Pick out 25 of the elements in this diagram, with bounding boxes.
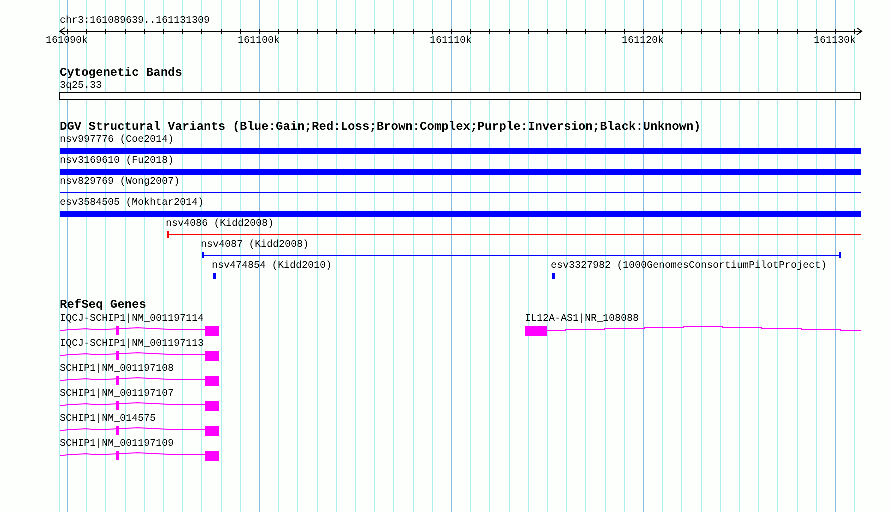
tick-label: 161110k — [428, 36, 473, 47]
track-title: DGV Structural Variants (Blue:Gain;Red:Loss;Brown:Complex;Purple:Inversion;Black:Unknown) — [60, 121, 701, 134]
feature-label: IL12A-AS1|NR_108088 — [525, 314, 640, 325]
feature-label: IQCJ-SCHIP1|NM_001197114 — [60, 314, 204, 325]
feature-label: IQCJ-SCHIP1|NM_001197113 — [60, 339, 204, 350]
tick-label: 161100k — [236, 36, 281, 47]
feature-label: SCHIP1|NM_001197109 — [60, 439, 174, 450]
tick-label: 161120k — [620, 36, 665, 47]
feature-label: esv3584505 (Mokhtar2014) — [60, 198, 204, 209]
coordinate-range: chr3:161089639..161131309 — [60, 16, 210, 27]
feature-label: SCHIP1|NM_001197108 — [60, 364, 174, 375]
feature-label: nsv4086 (Kidd2008) — [166, 219, 274, 230]
feature-label: SCHIP1|NM_014575 — [60, 414, 156, 425]
feature-label: nsv474854 (Kidd2010) — [212, 261, 332, 272]
track-title: RefSeq Genes — [60, 299, 146, 312]
track-title: Cytogenetic Bands — [60, 67, 182, 80]
feature-label: nsv829769 (Wong2007) — [60, 177, 180, 188]
feature-label: 3q25.33 — [60, 81, 102, 92]
feature-label: nsv4087 (Kidd2008) — [201, 240, 310, 251]
feature-label: nsv997776 (Coe2014) — [60, 135, 174, 146]
tick-label: 161130k — [812, 36, 857, 47]
feature-label: SCHIP1|NM_001197107 — [60, 389, 174, 400]
feature-label: nsv3169610 (Fu2018) — [60, 156, 174, 167]
feature-label: esv3327982 (1000GenomesConsortiumPilotProject) — [551, 261, 828, 272]
tick-label: 161090k — [44, 36, 89, 47]
